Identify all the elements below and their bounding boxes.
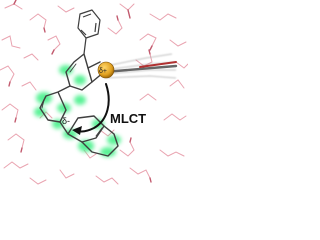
arrow-head-icon xyxy=(72,126,82,135)
charge-transfer-arrow xyxy=(77,83,110,133)
molecular-scene: δ+ δ- MLCT xyxy=(0,0,188,185)
upper-phenyl-ring xyxy=(77,9,101,55)
solvent-oxygen-atoms xyxy=(8,0,153,183)
carbonyl-bond xyxy=(139,61,177,68)
solvent-molecules xyxy=(0,0,188,185)
metal-charge-label: δ+ xyxy=(99,68,107,75)
mlct-illustration: δ+ δ- MLCT xyxy=(0,0,188,189)
mlct-label: MLCT xyxy=(110,111,146,126)
metal-atom xyxy=(97,61,115,79)
ligand-skeleton xyxy=(39,53,119,157)
metal-ligand-bond xyxy=(102,64,178,74)
ligand-charge-label: δ- xyxy=(62,116,70,126)
